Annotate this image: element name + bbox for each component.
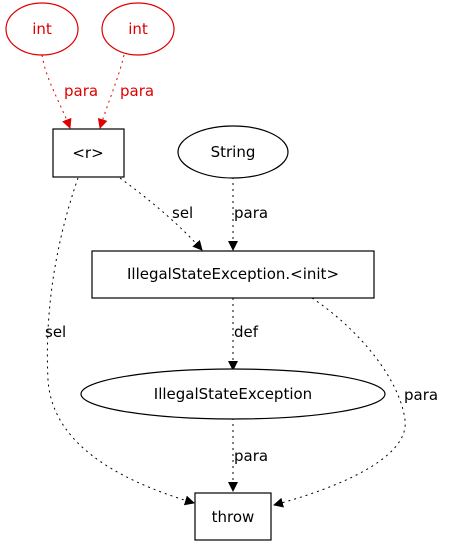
node-string: String [177, 125, 289, 179]
node-exception: IllegalStateException [80, 368, 386, 420]
edge-exception-to-throw: para [228, 418, 268, 492]
node-label: IllegalStateException.<init> [127, 265, 339, 283]
edge-r-to-throw: sel [45, 177, 195, 506]
node-label: <r> [72, 144, 103, 162]
node-label: throw [212, 508, 255, 526]
node-label: int [32, 20, 52, 38]
node-label: String [211, 143, 256, 161]
node-int-left: int [5, 2, 79, 56]
edge-r-to-init: sel [119, 177, 203, 251]
edge-string-to-init: para [228, 177, 268, 251]
node-int-right: int [101, 2, 175, 56]
edge-int-right-to-r: para [97, 54, 154, 129]
edge-label-para: para [120, 82, 154, 100]
edge-label-para: para [64, 82, 98, 100]
edge-label-sel: sel [172, 204, 193, 222]
edge-label-def: def [234, 323, 259, 341]
edge-init-to-throw: para [273, 297, 438, 508]
edge-int-left-to-r: para [41, 54, 98, 129]
edge-label-para: para [234, 447, 268, 465]
node-throw: throw [194, 492, 272, 541]
node-label: IllegalStateException [154, 385, 312, 403]
node-label: int [128, 20, 148, 38]
edge-label-para: para [404, 386, 438, 404]
node-init: IllegalStateException.<init> [91, 250, 375, 299]
edge-label-para: para [234, 204, 268, 222]
edge-init-to-exception: def [228, 298, 259, 371]
node-r: <r> [52, 128, 125, 178]
edge-label-sel: sel [45, 323, 66, 341]
